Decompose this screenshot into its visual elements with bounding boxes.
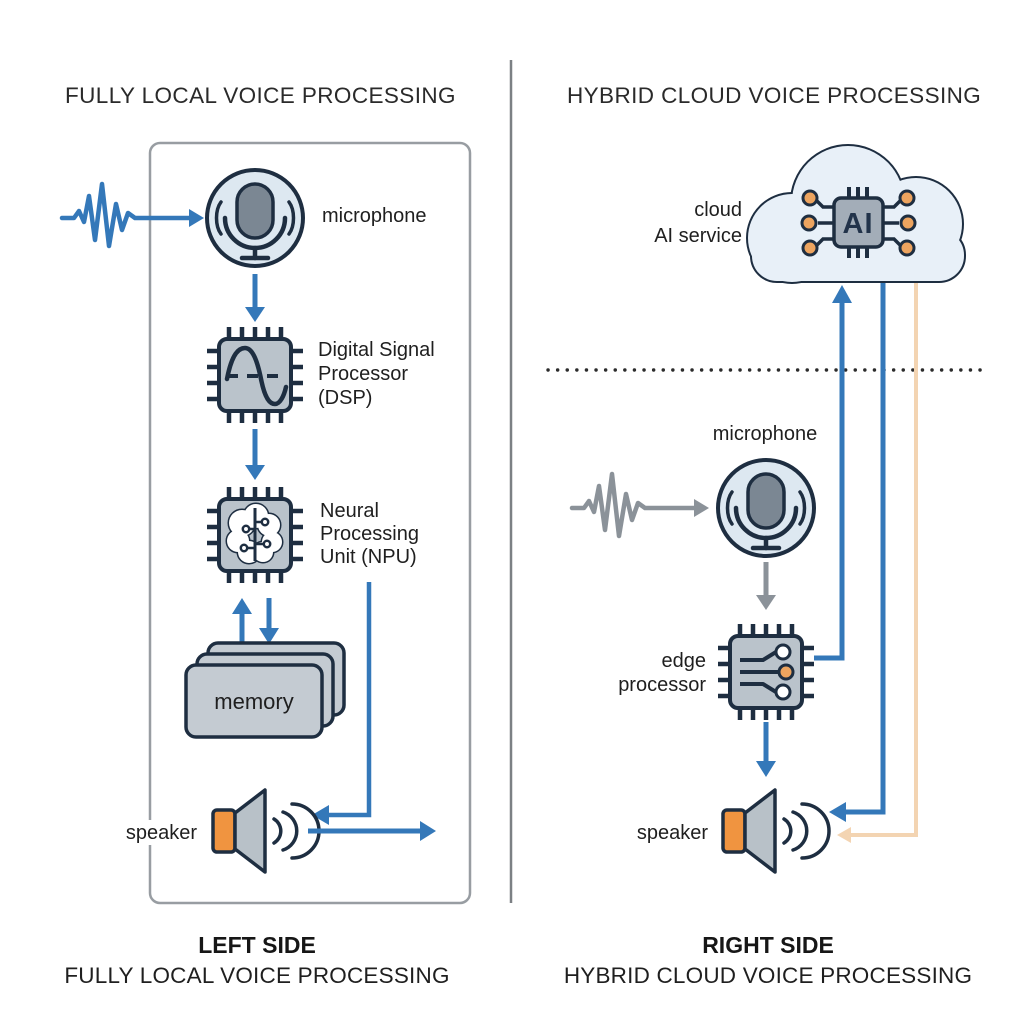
arrow-cloud-to-speaker-blue <box>829 280 886 822</box>
dsp-label-line1: Digital Signal <box>318 339 435 361</box>
left-caption-line2: FULLY LOCAL VOICE PROCESSING <box>64 963 449 988</box>
arrow-edge-to-speaker <box>756 722 776 777</box>
arrow-audio-in-right <box>694 499 709 517</box>
waveform-icon-left <box>59 181 204 249</box>
left-caption-line1: LEFT SIDE <box>198 932 316 958</box>
speaker-label-backing <box>110 820 204 845</box>
left-title: FULLY LOCAL VOICE PROCESSING <box>65 83 456 108</box>
arrow-edge-to-cloud <box>814 285 852 661</box>
dsp-label-line3: (DSP) <box>318 387 372 409</box>
edge-label-line2: processor <box>618 674 706 696</box>
speaker-label-left: speaker <box>126 822 197 844</box>
arrow-speaker-audio-out <box>308 821 436 841</box>
arrow-dsp-to-npu <box>245 429 265 480</box>
dsp-label-line2: Processor <box>318 363 408 385</box>
speaker-icon-right <box>721 788 831 874</box>
arrow-npu-to-speaker <box>312 582 372 825</box>
cloud-chip-ai-text: AI <box>843 208 874 240</box>
speaker-label-right: speaker <box>637 822 708 844</box>
arrow-mic-to-dsp <box>245 274 265 322</box>
edge-label-line1: edge <box>662 650 707 672</box>
npu-label-line3: Unit (NPU) <box>320 546 417 568</box>
edge-processor-chip-icon <box>718 624 814 720</box>
microphone-icon-left <box>207 170 303 266</box>
npu-label-line1: Neural <box>320 500 379 522</box>
speaker-icon-left <box>211 788 321 874</box>
microphone-label-left: microphone <box>322 205 427 227</box>
arrow-audio-in-left <box>189 209 204 227</box>
microphone-label-right: microphone <box>713 423 818 445</box>
memory-label: memory <box>214 689 293 714</box>
waveform-icon-right <box>569 471 709 539</box>
microphone-icon-right <box>718 460 814 556</box>
right-caption-line2: HYBRID CLOUD VOICE PROCESSING <box>564 963 972 988</box>
arrow-mic-to-edge <box>756 562 776 610</box>
arrow-cloud-to-speaker-tan <box>837 280 918 843</box>
cloud-label-line1: cloud <box>694 199 742 221</box>
memory-stack-icon: memory <box>184 641 346 739</box>
cloud-label-line2: AI service <box>654 225 742 247</box>
arrow-npu-to-memory <box>259 598 279 644</box>
npu-label-line2: Processing <box>320 523 419 545</box>
cloud-ai-icon: AI <box>746 144 966 284</box>
dsp-chip-icon <box>207 327 303 423</box>
arrow-memory-to-npu <box>232 598 252 643</box>
right-title: HYBRID CLOUD VOICE PROCESSING <box>567 83 981 108</box>
local-device-boundary-box <box>148 141 472 905</box>
npu-chip-icon <box>207 487 303 583</box>
cloud-ai-chip-icon: AI <box>800 187 917 258</box>
right-caption-line1: RIGHT SIDE <box>702 932 834 958</box>
